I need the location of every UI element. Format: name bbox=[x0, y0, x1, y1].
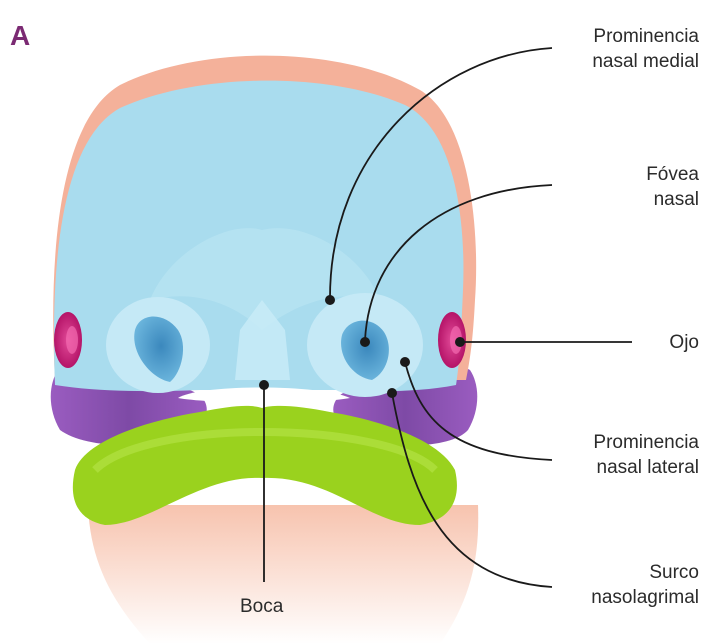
label-line: nasolagrimal bbox=[591, 587, 699, 608]
label-line: Prominencia bbox=[593, 432, 699, 453]
label-line: nasal bbox=[653, 189, 699, 210]
leader-dots bbox=[259, 295, 465, 398]
eye-left bbox=[54, 312, 82, 368]
chin-skin bbox=[88, 505, 479, 644]
leader-surco-nasolagrimal bbox=[391, 392, 553, 588]
label-line: Prominencia bbox=[593, 26, 699, 47]
leader-prominencia-nasal-lateral bbox=[404, 361, 553, 461]
label-fovea-nasal: Fóvea nasal bbox=[646, 162, 699, 212]
leader-fovea-nasal bbox=[364, 184, 553, 341]
leader-lines bbox=[263, 47, 632, 588]
label-prominencia-nasal-medial: Prominencia nasal medial bbox=[592, 24, 699, 74]
nasal-pit-left bbox=[134, 316, 184, 382]
panel-letter: A bbox=[10, 20, 31, 51]
nasal-pit-right bbox=[341, 320, 389, 380]
leader-prominencia-nasal-medial bbox=[329, 47, 553, 299]
label-surco-nasolagrimal: Surco nasolagrimal bbox=[591, 560, 699, 610]
label-line: Fóvea bbox=[646, 164, 699, 185]
label-line: nasal medial bbox=[592, 51, 699, 72]
label-line: Surco bbox=[649, 562, 699, 583]
label-line: nasal lateral bbox=[596, 457, 699, 478]
label-prominencia-nasal-lateral: Prominencia nasal lateral bbox=[593, 430, 699, 480]
label-boca: Boca bbox=[240, 596, 284, 617]
label-ojo: Ojo bbox=[669, 332, 699, 353]
